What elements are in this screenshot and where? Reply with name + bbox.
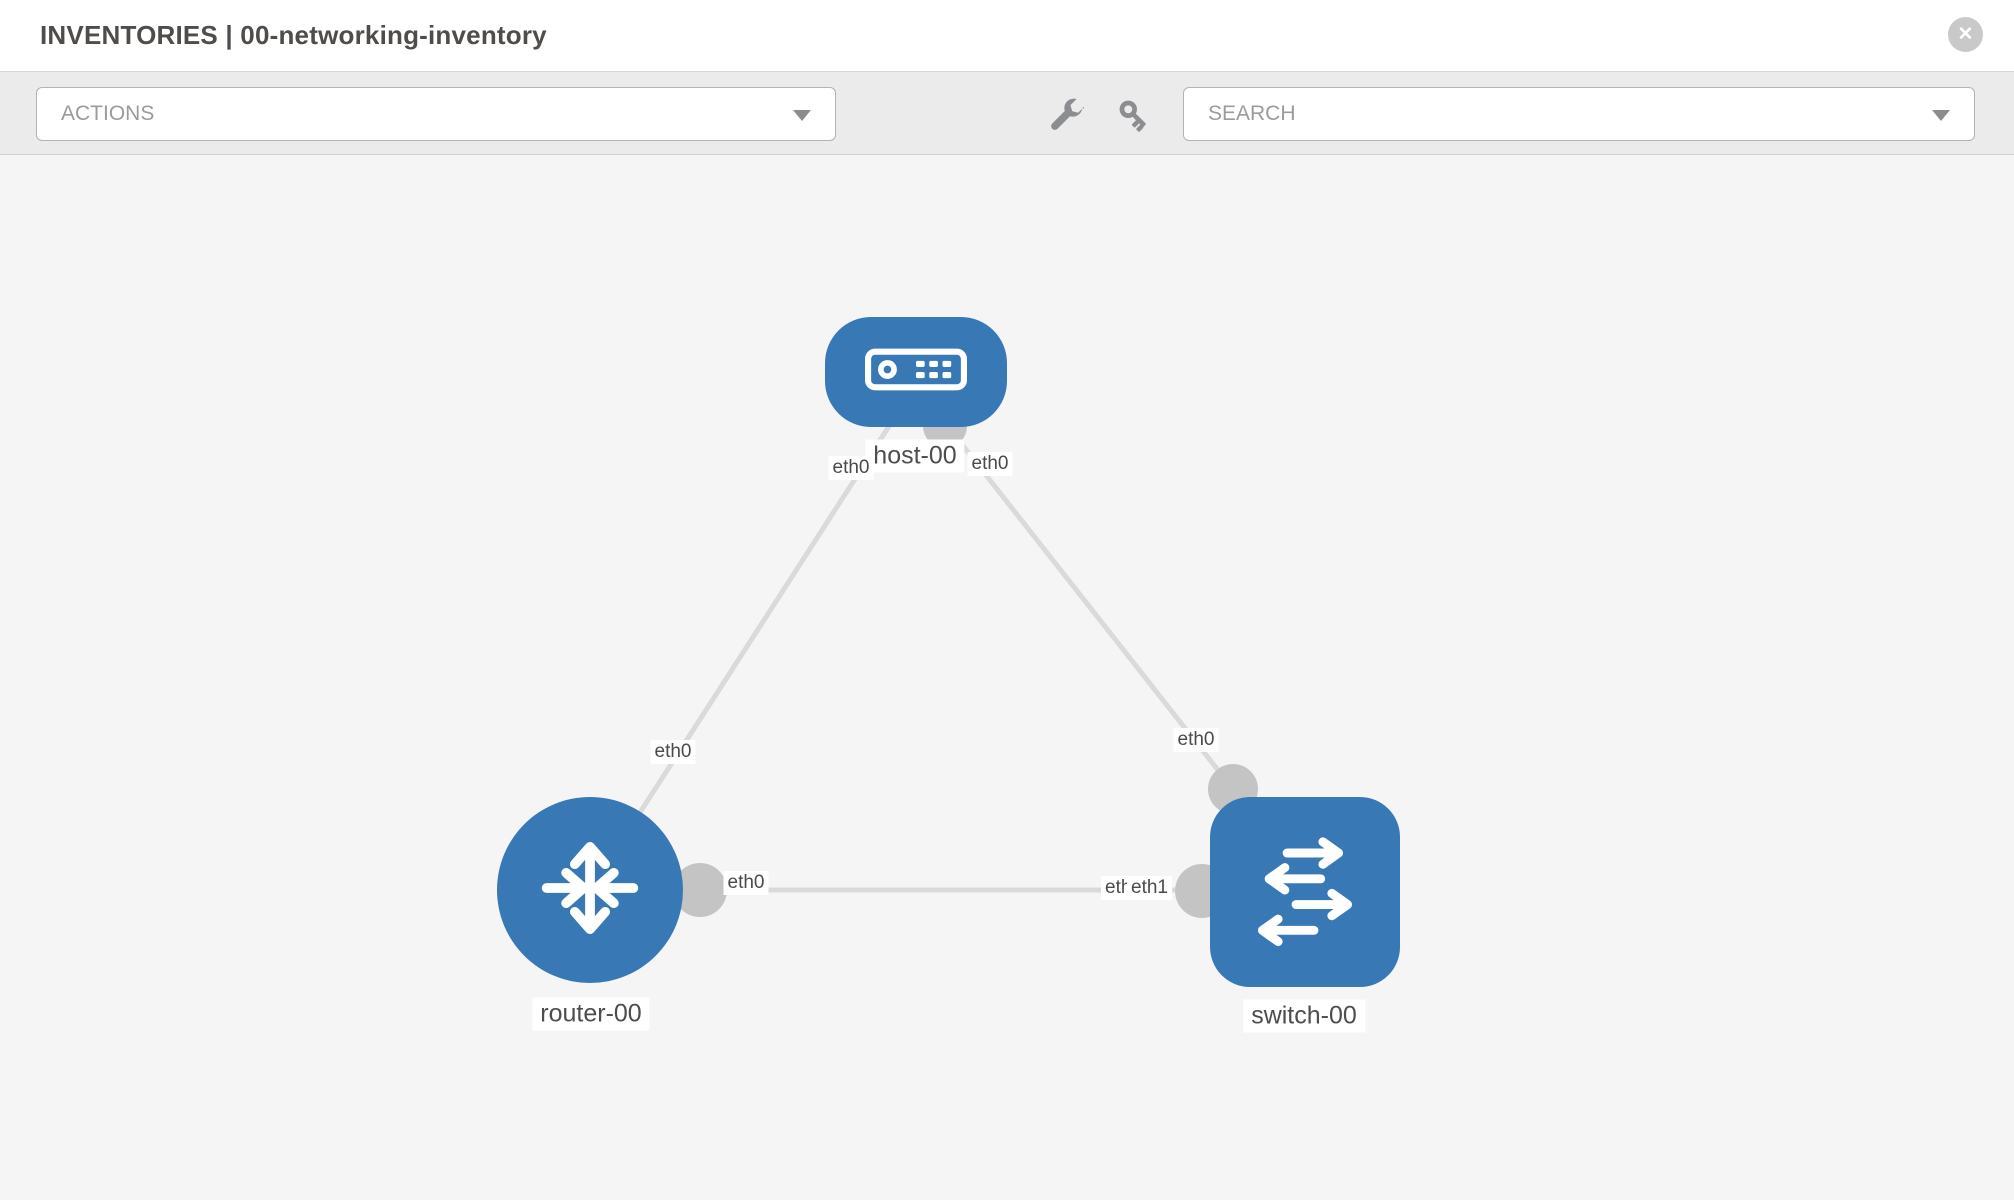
topology-canvas[interactable]: host-00 router-00 switch-00 eth0 eth0 et… <box>0 155 2014 1199</box>
link-host-switch <box>943 421 1260 823</box>
node-switch-00[interactable] <box>1210 797 1400 987</box>
chevron-down-icon <box>793 110 811 121</box>
close-icon[interactable]: ✕ <box>1948 17 1983 52</box>
interface-label-switch-end-over: eth1 <box>1127 876 1172 900</box>
node-host-00[interactable] <box>825 317 1007 427</box>
chevron-down-icon <box>1932 110 1950 121</box>
interface-label-router-host: eth0 <box>650 740 696 764</box>
actions-dropdown-label: ACTIONS <box>61 102 155 125</box>
page-title: INVENTORIES | 00-networking-inventory <box>40 20 547 50</box>
switch-icon <box>1249 834 1361 951</box>
node-label-router: router-00 <box>532 997 650 1031</box>
interface-label-host-right: eth0 <box>967 452 1013 476</box>
port-dot-router <box>673 863 727 917</box>
node-label-switch: switch-00 <box>1243 999 1365 1033</box>
host-icon <box>865 348 967 396</box>
interface-label-host-switch: eth0 <box>1173 728 1219 752</box>
wrench-icon[interactable] <box>1046 97 1085 135</box>
window-header: INVENTORIES | 00-networking-inventory ✕ <box>0 0 2014 72</box>
interface-label-router-end: eth0 <box>723 871 769 895</box>
topology-toolbar: ACTIONS SEARCH <box>0 72 2014 155</box>
node-router-00[interactable] <box>497 797 683 983</box>
topology-links <box>587 404 1260 918</box>
search-dropdown[interactable]: SEARCH <box>1183 87 1975 141</box>
router-icon <box>538 836 642 945</box>
key-icon[interactable] <box>1116 97 1154 135</box>
search-dropdown-label: SEARCH <box>1208 102 1296 125</box>
actions-dropdown[interactable]: ACTIONS <box>36 87 836 141</box>
interface-label-host-left: eth0 <box>828 456 874 480</box>
node-label-host: host-00 <box>865 439 965 473</box>
